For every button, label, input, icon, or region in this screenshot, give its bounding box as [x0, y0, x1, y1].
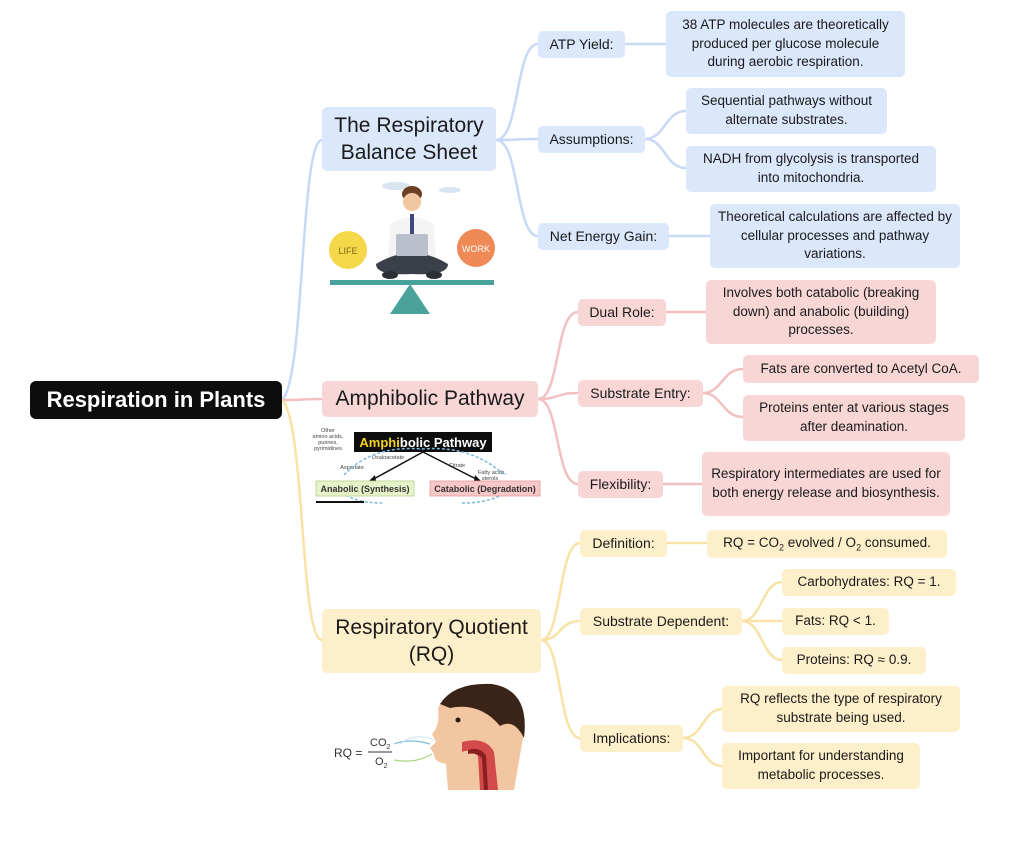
definition-label: Definition:	[592, 535, 655, 552]
person-icon	[376, 186, 448, 279]
net-energy-label: Net Energy Gain:	[549, 228, 658, 245]
amphibolic-pathway-node[interactable]: Amphibolic Pathway	[322, 381, 538, 417]
note-citrate: Citrate	[449, 463, 465, 469]
implications-item[interactable]: Important for understanding metabolic pr…	[722, 743, 920, 789]
substrate-dependent-item[interactable]: Carbohydrates: RQ = 1.	[782, 569, 956, 596]
substrate-dependent-node[interactable]: Substrate Dependent:	[580, 608, 742, 635]
substrate-dependent-item-text: Carbohydrates: RQ = 1.	[797, 574, 941, 590]
assumptions-node[interactable]: Assumptions:	[538, 126, 645, 153]
substrate-entry-node[interactable]: Substrate Entry:	[578, 380, 703, 407]
definition-sub-a: 2	[779, 542, 785, 553]
implications-item[interactable]: RQ reflects the type of respiratory subs…	[722, 686, 960, 732]
note-fatty-acids: Fatty acids,	[478, 470, 507, 476]
rq-denominator: O2	[375, 756, 388, 770]
substrate-dependent-label: Substrate Dependent:	[592, 613, 730, 630]
flexibility-text: Respiratory intermediates are used for b…	[711, 466, 941, 500]
rq-node[interactable]: Respiratory Quotient (RQ)	[322, 609, 541, 673]
atp-yield-text: 38 ATP molecules are theoretically produ…	[682, 16, 889, 70]
substrate-entry-item-text: Proteins enter at various stages after d…	[759, 400, 949, 434]
substrate-entry-item-text: Fats are converted to Acetyl CoA.	[760, 360, 962, 376]
rq-title-line1: Respiratory Quotient	[335, 615, 528, 639]
note-oxaloacetate: Oxaloacetate	[372, 455, 404, 461]
amphibolic-banner: Amphibolic Pathway	[359, 435, 487, 450]
amphibolic-banner-part1: Amphi	[359, 435, 399, 450]
definition-text-b: evolved / O	[784, 534, 857, 550]
assumption-item[interactable]: Sequential pathways without alternate su…	[686, 88, 887, 134]
rq-numerator: CO2	[370, 737, 391, 751]
assumption-item[interactable]: NADH from glycolysis is transported into…	[686, 146, 936, 192]
substrate-dependent-item[interactable]: Proteins: RQ ≈ 0.9.	[782, 647, 926, 674]
edge-root-amphibolic	[280, 397, 324, 402]
catabolic-label: Catabolic (Degradation)	[434, 484, 536, 494]
life-label: LIFE	[338, 246, 357, 256]
atp-yield-text-node[interactable]: 38 ATP molecules are theoretically produ…	[666, 11, 905, 77]
root-node[interactable]: Respiration in Plants	[30, 381, 282, 419]
flexibility-text-node[interactable]: Respiratory intermediates are used for b…	[702, 452, 950, 516]
definition-text: RQ = CO2 evolved / O2 consumed.	[723, 534, 931, 554]
work-life-balance-illustration: LIFE WORK	[329, 182, 495, 314]
assumption-item-text: NADH from glycolysis is transported into…	[702, 151, 920, 185]
side-note: purines,	[318, 440, 338, 446]
edge-root-rq	[280, 398, 324, 642]
implications-item-text: Important for understanding metabolic pr…	[738, 748, 904, 782]
dual-role-text-node[interactable]: Involves both catabolic (breaking down) …	[706, 280, 936, 344]
substrate-entry-item[interactable]: Proteins enter at various stages after d…	[743, 395, 965, 441]
balance-sheet-title-line1: The Respiratory	[334, 113, 484, 137]
amphibolic-title: Amphibolic Pathway	[335, 387, 525, 411]
work-label: WORK	[462, 244, 490, 254]
anabolic-label: Anabolic (Synthesis)	[320, 484, 409, 494]
side-note: amino acids,	[313, 434, 344, 440]
definition-text-a: RQ = CO	[723, 534, 779, 550]
rq-numerator-sub: 2	[387, 744, 391, 751]
flexibility-node[interactable]: Flexibility:	[578, 471, 663, 498]
breathing-head-illustration: RQ = CO2 O2	[334, 683, 525, 790]
implications-item-text: RQ reflects the type of respiratory subs…	[740, 691, 942, 725]
net-energy-text: Theoretical calculations are affected by…	[718, 208, 952, 262]
implications-label: Implications:	[592, 730, 671, 747]
net-energy-text-node[interactable]: Theoretical calculations are affected by…	[710, 204, 960, 268]
net-energy-node[interactable]: Net Energy Gain:	[538, 223, 669, 250]
rq-equation-label: RQ =	[334, 746, 362, 760]
definition-text-c: consumed.	[861, 534, 931, 550]
flexibility-label: Flexibility:	[589, 476, 652, 493]
substrate-dependent-item-text: Fats: RQ < 1.	[795, 613, 876, 629]
implications-node[interactable]: Implications:	[580, 725, 683, 752]
rq-numerator-text: CO	[370, 737, 387, 749]
balance-sheet-node[interactable]: The Respiratory Balance Sheet	[322, 107, 496, 171]
assumption-item-text: Sequential pathways without alternate su…	[700, 93, 873, 127]
rq-title-line2: (RQ)	[408, 643, 455, 666]
dual-role-text: Involves both catabolic (breaking down) …	[722, 284, 920, 338]
definition-text-node[interactable]: RQ = CO2 evolved / O2 consumed.	[707, 530, 947, 558]
substrate-dependent-item-text: Proteins: RQ ≈ 0.9.	[796, 652, 912, 668]
substrate-entry-label: Substrate Entry:	[590, 385, 691, 402]
note-sterols: sterols	[482, 476, 498, 482]
human-head-icon	[430, 683, 525, 790]
root-label: Respiration in Plants	[46, 387, 266, 413]
balance-sheet-title-line2: Balance Sheet	[340, 141, 478, 164]
amphibolic-pathway-illustration: Other amino acids, purines, pyrimidines …	[313, 428, 541, 504]
dual-role-node[interactable]: Dual Role:	[578, 299, 666, 326]
side-note: pyrimidines	[314, 446, 342, 452]
edge-root-balance	[280, 138, 324, 402]
dual-role-label: Dual Role:	[589, 304, 655, 321]
assumptions-label: Assumptions:	[549, 131, 634, 148]
substrate-entry-item[interactable]: Fats are converted to Acetyl CoA.	[743, 355, 979, 383]
substrate-dependent-item[interactable]: Fats: RQ < 1.	[782, 608, 889, 635]
atp-yield-node[interactable]: ATP Yield:	[538, 31, 625, 58]
side-note: Other	[321, 428, 335, 434]
definition-sub-b: 2	[856, 542, 862, 553]
rq-denominator-sub: 2	[384, 763, 388, 770]
amphibolic-banner-part2: bolic Pathway	[400, 435, 487, 450]
definition-node[interactable]: Definition:	[580, 530, 667, 557]
rq-denominator-text: O	[375, 756, 384, 768]
atp-yield-label: ATP Yield:	[549, 36, 614, 53]
